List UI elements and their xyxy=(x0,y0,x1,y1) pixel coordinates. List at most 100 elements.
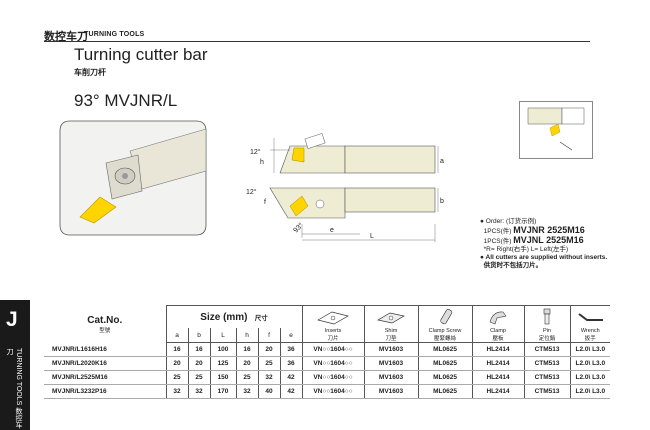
model-name: 93° MVJNR/L xyxy=(74,91,178,110)
cell-pin: CTM513 xyxy=(523,384,571,399)
label-dim-f: f xyxy=(264,199,266,206)
header-inserts-cn: 刀片 xyxy=(327,336,339,342)
cell-shim: MV1603 xyxy=(363,342,419,357)
label-angle-top: 12° xyxy=(250,148,261,156)
cell-wrench: L2.0\ L3.0 xyxy=(569,370,611,385)
cell-pin: CTM513 xyxy=(523,370,571,385)
section-title-en: TURNING TOOLS xyxy=(84,31,145,38)
cell-a: 25 xyxy=(165,370,188,385)
cell-shim: MV1603 xyxy=(363,370,419,385)
header-cat-no: Cat.No. 型號 xyxy=(44,306,166,343)
wrench-icon xyxy=(569,305,611,328)
cell-e: 36 xyxy=(279,356,303,371)
cell-a: 20 xyxy=(165,356,188,371)
cell-clamp: HL2414 xyxy=(471,342,525,357)
table-row: MVJNR/L2525M16 25 25 150 25 32 42 VN○○16… xyxy=(44,370,611,385)
bullet-icon: ● xyxy=(480,254,484,261)
header-size: Size (mm) 尺寸 xyxy=(165,305,303,328)
cell-shim: MV1603 xyxy=(363,384,419,399)
cell-insert: VN○○1604○○ xyxy=(301,356,365,371)
cell-f: 32 xyxy=(257,370,280,385)
cell-insert: VN○○1604○○ xyxy=(301,370,365,385)
order-note-cn: 供货时不包括刀片。 xyxy=(483,262,543,269)
cell-cat: MVJNR/L3232P16 xyxy=(44,384,166,399)
side-tab-label: TURNING TOOLS 数控车刀 xyxy=(5,348,23,430)
label-dim-a: a xyxy=(440,158,444,165)
cell-f: 20 xyxy=(257,342,280,357)
application-schematic xyxy=(519,101,593,159)
label-angle-side: 12° xyxy=(246,188,257,196)
cell-cat: MVJNR/L2525M16 xyxy=(44,370,166,385)
side-tab xyxy=(0,300,30,430)
page-title-cn: 车削刀杆 xyxy=(74,68,106,77)
clamp-icon xyxy=(471,305,525,328)
side-tab-letter: J xyxy=(6,308,18,331)
cell-screw: ML0625 xyxy=(417,342,473,357)
cell-h: 20 xyxy=(235,356,258,371)
pin-icon xyxy=(523,305,571,328)
table-row: MVJNR/L3232P16 32 32 170 32 40 42 VN○○16… xyxy=(44,384,611,399)
cell-f: 40 xyxy=(257,384,280,399)
header-wrench: Wrench 扳手 xyxy=(569,328,611,343)
header-wrench-cn: 扳手 xyxy=(584,336,596,342)
label-dim-h: h xyxy=(260,159,264,166)
cell-shim: MV1603 xyxy=(363,356,419,371)
schematic-holder xyxy=(527,107,563,125)
label-dim-e: e xyxy=(330,227,334,234)
schematic-workpiece xyxy=(561,107,585,125)
cell-h: 32 xyxy=(235,384,258,399)
cell-L: 170 xyxy=(209,384,236,399)
header-size-cn: 尺寸 xyxy=(254,314,268,322)
tool-holder-photo xyxy=(105,128,207,200)
cell-L: 125 xyxy=(209,356,236,371)
table-row: MVJNR/L1616H16 16 16 100 16 20 36 VN○○16… xyxy=(44,342,611,357)
header-dim-h: h xyxy=(235,328,258,343)
order-line2-code: MVJNL 2525M16 xyxy=(513,235,584,245)
screw-icon xyxy=(417,305,473,328)
main-view xyxy=(269,146,439,242)
cell-insert: VN○○1604○○ xyxy=(301,384,365,399)
cell-pin: CTM513 xyxy=(523,356,571,371)
cell-screw: ML0625 xyxy=(417,370,473,385)
order-label: Order: (订货示例) xyxy=(485,218,537,225)
top-view xyxy=(270,133,436,174)
cell-screw: ML0625 xyxy=(417,356,473,371)
cell-wrench: L2.0\ L3.0 xyxy=(569,356,611,371)
label-dim-L: L xyxy=(370,233,374,240)
product-photo-frame xyxy=(59,120,207,236)
header-clamp-screw-en: Clamp Screw xyxy=(428,328,462,334)
order-legend: *R= Right(右手) L= Left(左手) xyxy=(483,246,569,253)
header-size-en: Size (mm) xyxy=(200,311,248,323)
cell-wrench: L2.0\ L3.0 xyxy=(569,384,611,399)
header-dim-e: e xyxy=(279,328,303,343)
cell-b: 25 xyxy=(187,370,210,385)
cell-f: 25 xyxy=(257,356,280,371)
cell-cat: MVJNR/L2020K16 xyxy=(44,356,166,371)
label-dim-b: b xyxy=(440,198,444,205)
side-tab-label-cn: 数控车刀 xyxy=(6,348,22,429)
cell-a: 32 xyxy=(165,384,188,399)
cell-b: 32 xyxy=(187,384,210,399)
cell-clamp: HL2414 xyxy=(471,370,525,385)
cell-e: 42 xyxy=(279,370,303,385)
header-dim-a: a xyxy=(165,328,188,343)
cell-e: 36 xyxy=(279,342,303,357)
cell-a: 16 xyxy=(165,342,188,357)
header-pin-en: Pin xyxy=(543,328,551,334)
cell-b: 20 xyxy=(187,356,210,371)
order-line2-prefix: 1PCS(件) xyxy=(483,238,512,245)
cell-wrench: L2.0\ L3.0 xyxy=(569,342,611,357)
header-wrench-en: Wrench xyxy=(580,328,600,334)
side-tab-label-en: TURNING TOOLS xyxy=(15,348,22,406)
order-note-en: All cutters are supplied without inserts… xyxy=(485,254,608,261)
header-clamp-en: Clamp xyxy=(490,328,506,334)
page-title: Turning cutter bar xyxy=(74,45,208,64)
section-title-cn: 数控车刀 xyxy=(44,31,88,43)
shim-icon xyxy=(363,305,419,328)
insert-photo xyxy=(79,196,117,224)
